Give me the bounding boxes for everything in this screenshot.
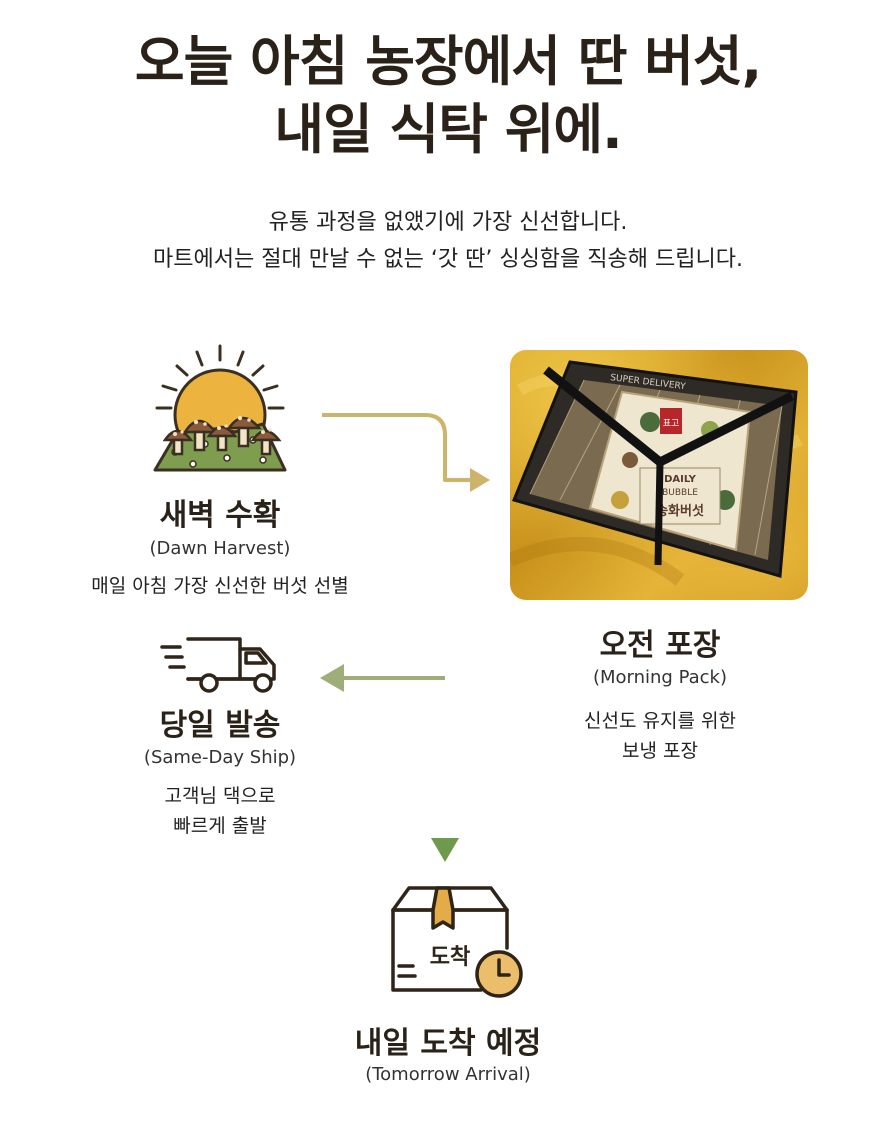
harvest-title: 새벽 수확 [159, 498, 281, 533]
ship-description: 고객님 댁으로 빠르게 출발 [95, 781, 345, 841]
arrival-box-label: 도착 [430, 945, 470, 970]
ship-subtitle: (Same-Day Ship) [143, 747, 297, 768]
harvest-subtitle: (Dawn Harvest) [149, 538, 291, 559]
pack-description-line-1: 신선도 유지를 위한 [584, 710, 736, 732]
headline-line-1: 오늘 아침 농장에서 딴 버섯, [134, 30, 762, 93]
pack-subtitle: (Morning Pack) [592, 667, 728, 688]
ship-description-line-2: 빠르게 출발 [173, 815, 267, 837]
intro-text: 유통 과정을 없앴기에 가장 신선합니다. 마트에서는 절대 만날 수 없는 ‘… [0, 204, 896, 278]
headline: 오늘 아침 농장에서 딴 버섯, 내일 식탁 위에. [0, 28, 896, 164]
clock-icon [475, 950, 523, 998]
pack-title: 오전 포장 [599, 628, 721, 663]
flow-arrowhead-down [431, 838, 459, 862]
ship-description-line-1: 고객님 댁으로 [164, 785, 276, 807]
flow-arrowhead-left [320, 664, 344, 692]
insulated-package-photo: 표고 DAILY BUBBLE 송화버섯 SUPER DELIVERY [510, 350, 808, 600]
delivery-truck-icon [160, 637, 276, 693]
flow-arrow-to-pack [322, 413, 470, 482]
pack-description: 신선도 유지를 위한 보냉 포장 [535, 706, 785, 766]
sun-mushroom-icon [153, 344, 287, 472]
package-product-top: DAILY [664, 474, 697, 485]
arrival-subtitle: (Tomorrow Arrival) [365, 1064, 531, 1085]
package-illustration: 표고 DAILY BUBBLE 송화버섯 SUPER DELIVERY [510, 360, 803, 586]
package-product-name: 송화버섯 [656, 503, 704, 519]
box-clock-icon: 도착 [391, 886, 523, 998]
harvest-description: 매일 아침 가장 신선한 버섯 선별 [91, 575, 349, 597]
flow-arrowhead-right [470, 468, 490, 492]
pack-description-line-2: 보냉 포장 [622, 740, 698, 762]
package-product-mid: BUBBLE [662, 488, 698, 498]
intro-line-2: 마트에서는 절대 만날 수 없는 ‘갓 딴’ 싱싱함을 직송해 드립니다. [153, 247, 743, 272]
ship-title: 당일 발송 [159, 708, 281, 743]
arrival-title: 내일 도착 예정 [354, 1026, 542, 1061]
package-seal-text: 표고 [663, 419, 680, 429]
intro-line-1: 유통 과정을 없앴기에 가장 신선합니다. [268, 210, 628, 235]
headline-line-2: 내일 식탁 위에. [274, 98, 622, 161]
